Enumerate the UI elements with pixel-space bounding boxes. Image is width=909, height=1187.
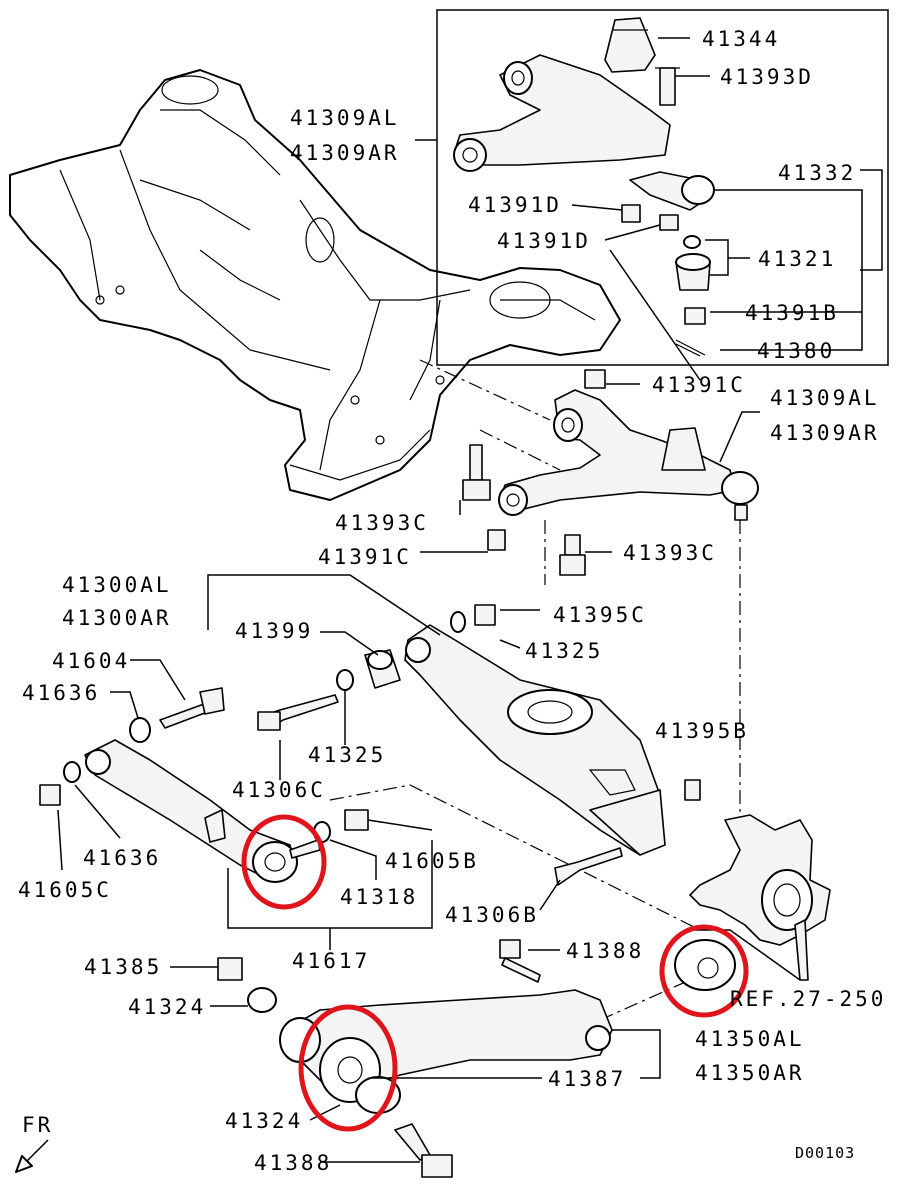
label-41325-top: 41325 [525,639,603,663]
label-41391C-top: 41391C [652,373,746,397]
label-41395B: 41395B [655,719,749,743]
toe-arm-leaders [57,574,561,950]
label-41391D-b: 41391D [497,229,591,253]
highlight-knuckle-bushing [659,924,749,1018]
label-41388-top: 41388 [566,939,644,963]
part-labels: 41344 41393D 41309AL 41309AR 41332 41391… [18,27,886,1175]
upper-arm-leaders [420,383,760,649]
label-41324-bot: 41324 [225,1109,303,1133]
label-41309AR-top: 41309AR [290,141,400,165]
bushing-hardware [129,649,401,743]
lower-control-arm [404,624,666,856]
label-41393C-left: 41393C [335,511,429,535]
label-fr: FR [22,1113,53,1137]
label-41604: 41604 [52,649,130,673]
label-41385: 41385 [84,955,162,979]
label-41350AL: 41350AL [695,1027,805,1051]
label-41306C: 41306C [232,778,326,802]
label-41309AR-mid: 41309AR [770,421,880,445]
label-41636-top: 41636 [22,681,100,705]
label-41306B: 41306B [445,903,539,927]
inset-leaders [571,37,883,351]
highlight-toe-arm-bushing [241,814,327,910]
rear-crossmember [9,69,621,501]
upper-control-arm [450,369,759,633]
label-41393C-right: 41393C [623,541,717,565]
label-41300AL: 41300AL [62,573,172,597]
lower-arm-leaders [170,929,801,1163]
label-41605B: 41605B [385,849,479,873]
label-41636-bot: 41636 [83,846,161,870]
rear-knuckle [674,779,831,991]
label-41388-bot: 41388 [254,1151,332,1175]
label-41391B: 41391B [745,301,839,325]
label-41617: 41617 [292,949,370,973]
label-41344: 41344 [702,27,780,51]
label-41332: 41332 [778,161,856,185]
label-41350AR: 41350AR [695,1061,805,1085]
label-41391D-a: 41391D [468,193,562,217]
lower-trailing-arm [217,939,613,1178]
label-ref-27-250: REF.27-250 [730,987,886,1011]
bump-stop-41344 [604,17,656,73]
label-41325-mid: 41325 [308,743,386,767]
label-41605C: 41605C [18,878,112,902]
upper-arm-inset-drawing [453,17,715,357]
upper-arm-inset-box [415,9,889,381]
label-41393D: 41393D [720,65,814,89]
label-41380: 41380 [757,339,835,363]
highlight-circles [241,814,749,1132]
label-41324-top: 41324 [128,995,206,1019]
label-41300AR: 41300AR [62,606,172,630]
assembly-guide-lines [329,359,741,1021]
label-41309AL-mid: 41309AL [770,386,880,410]
diagram-code: D00103 [795,1144,855,1162]
label-41395C: 41395C [553,603,647,627]
label-41399: 41399 [235,619,313,643]
label-41321: 41321 [758,247,836,271]
label-41387: 41387 [548,1067,626,1091]
label-41309AL-top: 41309AL [290,106,400,130]
label-41391C-mid: 41391C [318,545,412,569]
highlight-lower-arm-bushing [298,1004,398,1132]
label-41318: 41318 [340,885,418,909]
front-direction-arrow [15,1139,49,1173]
